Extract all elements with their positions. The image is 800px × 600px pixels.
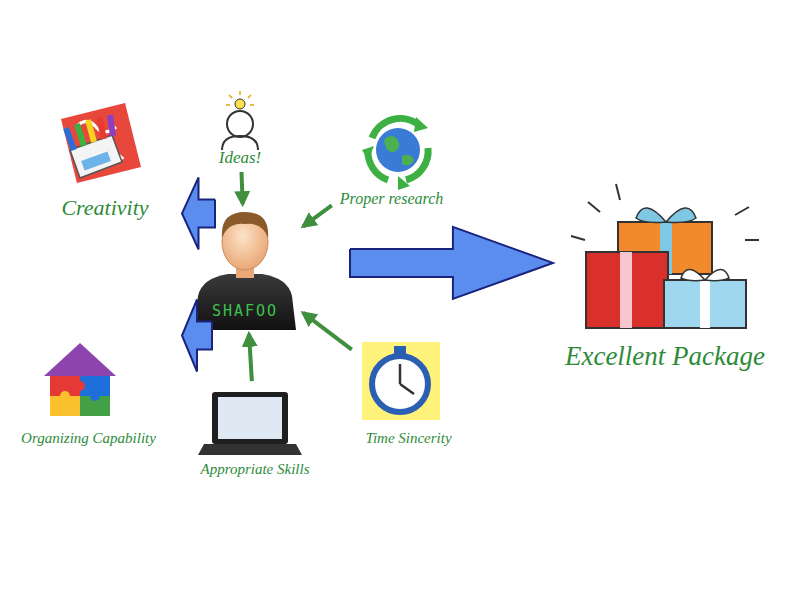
- light-bulb: [235, 99, 245, 109]
- person-node: SHAFOO: [190, 208, 300, 330]
- organizing-node: Organizing Capability: [15, 340, 162, 447]
- input-arrow: [303, 313, 352, 350]
- big-block-arrow: [182, 300, 212, 372]
- organizing-icon: [44, 343, 116, 416]
- time-node: Time Sincerity: [355, 338, 462, 447]
- input-arrow: [249, 334, 252, 381]
- laptop-base: [198, 444, 302, 455]
- laptop-screen: [218, 397, 282, 439]
- recycle-head: [414, 117, 428, 132]
- laptop-frame: [212, 392, 288, 444]
- research-node: Proper research: [335, 115, 448, 208]
- gift-bow: [636, 208, 696, 223]
- caption-text: Excellent Package: [565, 341, 765, 372]
- ideas-node: Ideas!: [205, 92, 275, 168]
- package-node: Excellent Package: [561, 195, 769, 372]
- puzzle-knob: [60, 391, 70, 401]
- stopwatch-ground: [362, 342, 440, 420]
- gift-bow: [681, 269, 729, 280]
- red-paper: [61, 103, 141, 183]
- bulb-rays: [226, 91, 254, 105]
- creativity-icon: [61, 103, 141, 183]
- ideas-icon: [222, 91, 258, 150]
- globe-land: [384, 136, 414, 165]
- gifts-icon: [571, 184, 759, 328]
- person-figure: [194, 212, 296, 330]
- recycle-head: [362, 146, 374, 160]
- skills-node: Appropriate Skills: [185, 385, 325, 478]
- recycle-arrow: [368, 150, 388, 180]
- input-arrow: [303, 205, 332, 226]
- research-icon: [362, 117, 428, 190]
- stopwatch-icon: [362, 342, 440, 420]
- big-block-arrow: [350, 227, 553, 299]
- caption-text: Ideas!: [219, 148, 261, 168]
- stopwatch-button: [394, 346, 406, 354]
- gift-box: [664, 280, 746, 328]
- gift-ribbon: [700, 280, 710, 328]
- gift-box: [586, 252, 668, 328]
- recycle-arrow: [372, 118, 420, 138]
- person-hair: [222, 212, 268, 238]
- stopwatch-hands: [400, 364, 414, 394]
- stopwatch-face: [372, 356, 428, 412]
- shoulders: [222, 136, 258, 150]
- big-block-arrow: [182, 177, 215, 249]
- laptop-icon: [198, 392, 302, 455]
- box-label: [81, 152, 111, 171]
- caption-text: Proper research: [340, 190, 444, 208]
- crayons: [66, 115, 113, 150]
- caption-text: Time Sincerity: [365, 430, 451, 447]
- globe: [376, 128, 420, 172]
- gift-ribbon: [620, 252, 632, 328]
- caption-text: Appropriate Skills: [200, 461, 309, 478]
- head-outline: [227, 111, 253, 137]
- creativity-node: Creativity: [45, 100, 165, 220]
- recycle-arrow: [406, 148, 428, 180]
- caption-text: Organizing Capability: [21, 430, 156, 447]
- input-arrow: [242, 172, 243, 204]
- name-label: SHAFOO: [212, 303, 278, 330]
- caption-text: Creativity: [61, 195, 148, 220]
- recycle-head: [398, 176, 410, 190]
- puzzle-knob: [75, 381, 85, 391]
- puzzle-roof: [44, 343, 116, 376]
- puzzle-knob: [90, 391, 100, 401]
